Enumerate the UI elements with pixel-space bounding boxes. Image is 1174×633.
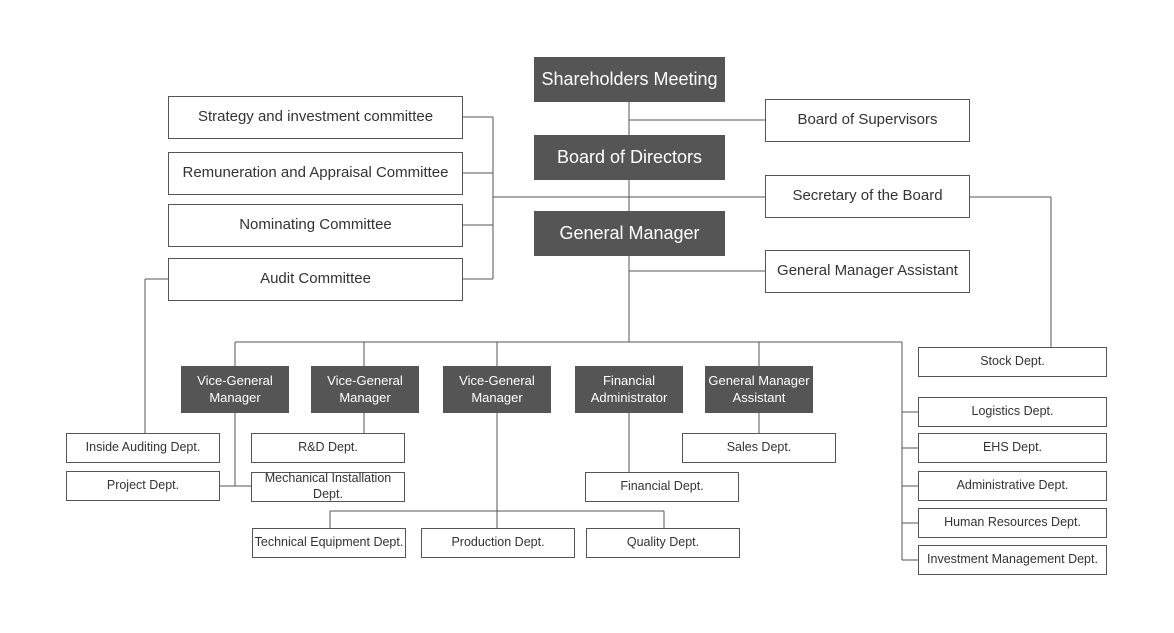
general-manager-box: General Manager bbox=[534, 211, 725, 256]
administrative-dept-box: Administrative Dept. bbox=[918, 471, 1107, 501]
technical-equipment-dept-box: Technical Equipment Dept. bbox=[252, 528, 406, 558]
financial-dept-box: Financial Dept. bbox=[585, 472, 739, 502]
logistics-dept-box: Logistics Dept. bbox=[918, 397, 1107, 427]
project-dept-box: Project Dept. bbox=[66, 471, 220, 501]
stock-dept-box: Stock Dept. bbox=[918, 347, 1107, 377]
rnd-dept-box: R&D Dept. bbox=[251, 433, 405, 463]
shareholders-meeting-box: Shareholders Meeting bbox=[534, 57, 725, 102]
ehs-dept-box: EHS Dept. bbox=[918, 433, 1107, 463]
committee-box: Audit Committee bbox=[168, 258, 463, 301]
board-of-supervisors-box: Board of Supervisors bbox=[765, 99, 970, 142]
inside-auditing-dept-box: Inside Auditing Dept. bbox=[66, 433, 220, 463]
committee-box: Nominating Committee bbox=[168, 204, 463, 247]
vice-general-manager-box: Vice-General Manager bbox=[181, 366, 289, 413]
production-dept-box: Production Dept. bbox=[421, 528, 575, 558]
general-manager-assistant-box: General Manager Assistant bbox=[705, 366, 813, 413]
sales-dept-box: Sales Dept. bbox=[682, 433, 836, 463]
committee-box: Remuneration and Appraisal Committee bbox=[168, 152, 463, 195]
investment-management-dept-box: Investment Management Dept. bbox=[918, 545, 1107, 575]
financial-administrator-box: Financial Administrator bbox=[575, 366, 683, 413]
gm-assistant-right-box: General Manager Assistant bbox=[765, 250, 970, 293]
quality-dept-box: Quality Dept. bbox=[586, 528, 740, 558]
vice-general-manager-box: Vice-General Manager bbox=[443, 366, 551, 413]
human-resources-dept-box: Human Resources Dept. bbox=[918, 508, 1107, 538]
secretary-of-board-box: Secretary of the Board bbox=[765, 175, 970, 218]
vice-general-manager-box: Vice-General Manager bbox=[311, 366, 419, 413]
committee-box: Strategy and investment committee bbox=[168, 96, 463, 139]
mechanical-installation-dept-box: Mechanical Installation Dept. bbox=[251, 471, 405, 502]
board-of-directors-box: Board of Directors bbox=[534, 135, 725, 180]
